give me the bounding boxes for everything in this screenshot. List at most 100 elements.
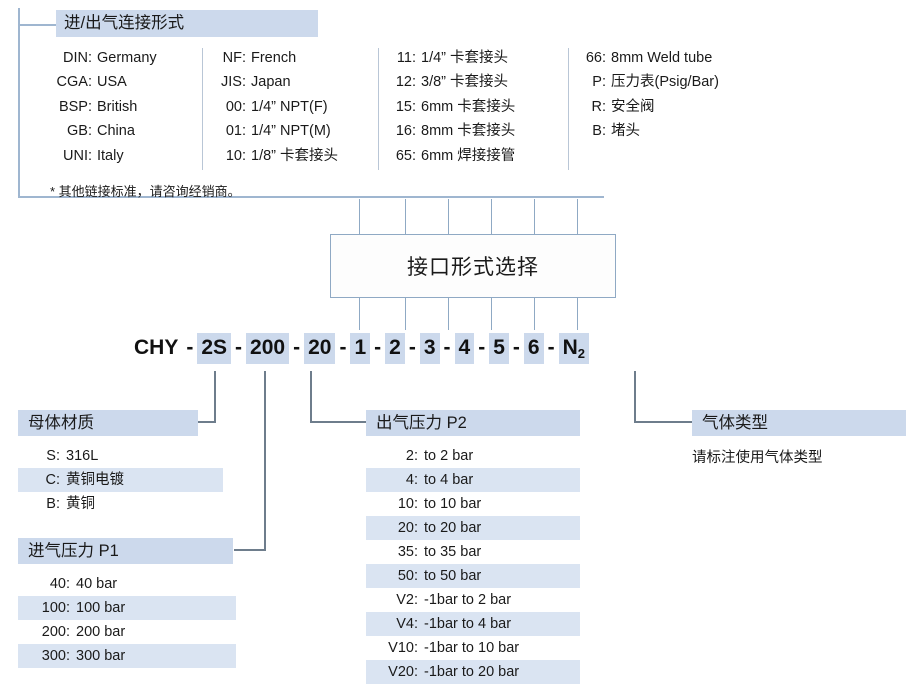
item-code: GB: [67,123,92,140]
code-token-gas-type[interactable]: N2 [558,332,589,364]
item-code: 10: [225,147,246,164]
leader-gas-horizontal [634,421,693,423]
code-token-port-6[interactable]: 6 [523,332,544,364]
code-separator: - [512,336,520,359]
code-token-outlet-pressure[interactable]: 20 [304,332,336,364]
list-item: 66:8mm Weld tube [582,46,762,70]
list-item: R:安全阀 [582,95,762,119]
list-item: CGA:USA [50,70,196,94]
leader-inlet-vertical [264,371,266,551]
list-item: 4:to 4 bar [366,468,580,492]
item-desc: 压力表(Psig/Bar) [611,74,719,91]
list-item: 10: to 10 bar [366,492,580,516]
code-separator: - [235,336,243,359]
riser-above-5 [534,199,535,235]
code-separator: - [293,336,301,359]
list-item: 10:1/8” 卡套接头 [216,144,366,168]
item-desc: French [251,50,297,66]
riser-below-5 [534,298,535,330]
connection-type-title-leader [20,24,58,26]
item-desc: to 10 bar [424,496,482,512]
riser-above-6 [577,199,578,235]
code-gas-base: N [562,335,578,359]
item-desc: 3/8” 卡套接头 [421,74,509,91]
item-code: UNI: [63,147,92,164]
code-token-port-5[interactable]: 5 [489,332,509,364]
item-desc: British [97,98,138,115]
list-item: B:堵头 [582,119,762,143]
riser-above-2 [405,199,406,235]
item-desc: 40 bar [76,576,118,592]
code-gas-subscript: 2 [577,345,585,361]
inlet-pressure-section-list: 40:40 bar 100:100 bar 200:200 bar 300:30… [18,572,236,668]
item-desc: Japan [251,74,291,91]
list-item: NF: French [216,46,366,70]
list-item: 20:to 20 bar [366,516,580,540]
item-desc: 100 bar [76,600,126,616]
item-desc: 300 bar [76,648,126,664]
list-item: 01:1/4” NPT(M) [216,119,366,143]
list-item: 15:6mm 卡套接头 [392,95,556,119]
interface-type-selection-box: 接口形式选择 [330,234,616,298]
riser-below-6 [577,298,578,330]
list-item: 200:200 bar [18,620,236,644]
code-token-port-2[interactable]: 2 [385,332,405,364]
leader-inlet-horizontal [234,549,265,551]
item-desc: 8mm Weld tube [611,50,713,66]
item-code: 300: [41,648,70,664]
code-separator: - [374,336,382,359]
code-token-inlet-pressure[interactable]: 200 [246,332,290,364]
list-item: V2:-1bar to 2 bar [366,588,580,612]
connection-column-3: 11:1/4” 卡套接头 12:3/8” 卡套接头 15:6mm 卡套接头 16… [392,46,556,168]
item-desc: to 20 bar [424,520,482,536]
list-item: GB:China [50,119,196,143]
code-separator: - [186,336,194,359]
item-desc: 6mm 卡套接头 [421,98,516,115]
item-desc: Italy [97,147,124,164]
list-item: V4:-1bar to 4 bar [366,612,580,636]
code-token-port-3[interactable]: 3 [419,332,440,364]
code-token-prefix: CHY [134,335,179,359]
item-code: 10: [397,496,418,512]
item-desc: Germany [97,50,157,66]
item-code: CGA: [56,74,92,91]
item-code: 35: [397,544,418,560]
item-desc: -1bar to 2 bar [424,592,512,608]
item-code: C: [45,472,61,488]
code-separator: - [478,336,486,359]
item-code: 65: [395,147,416,164]
part-number-code: CHY - 2S - 200 - 20 - 1 - 2 - 3 - 4 - 5 … [130,332,589,364]
item-code: S: [46,448,60,464]
material-section-title: 母体材质 [18,410,198,436]
item-desc: 8mm 卡套接头 [421,123,516,140]
column-divider-3 [568,48,569,170]
item-code: 4: [405,472,418,488]
list-item: DIN:Germany [50,46,196,70]
column-divider-2 [378,48,379,170]
list-item: C: 黄铜电镀 [18,468,223,492]
item-desc: -1bar to 10 bar [424,640,520,656]
riser-above-4 [491,199,492,235]
item-desc: to 35 bar [424,544,482,560]
connection-type-box: 进/出气连接形式 DIN:Germany CGA:USA BSP:British… [18,8,719,199]
list-item: BSP: British [50,95,196,119]
riser-below-1 [359,298,360,330]
code-token-port-1[interactable]: 1 [350,332,371,364]
code-token-material[interactable]: 2S [197,332,232,364]
item-code: BSP: [58,98,92,115]
connection-column-1: DIN:Germany CGA:USA BSP: British GB:China… [50,46,196,168]
item-desc: 黄铜 [66,496,95,512]
leader-outlet-vertical [310,371,312,423]
list-item: 100:100 bar [18,596,236,620]
column-divider-1 [202,48,203,170]
list-item: 2:to 2 bar [366,444,580,468]
item-desc: -1bar to 20 bar [424,664,520,680]
item-desc: 6mm 焊接接管 [421,147,516,164]
item-desc: 黄铜电镀 [66,472,124,488]
item-code: 16: [395,123,416,140]
item-code: 11: [396,50,416,66]
item-desc: 堵头 [611,123,640,140]
item-code: NF: [222,50,246,66]
code-token-port-4[interactable]: 4 [454,332,475,364]
list-item: S:316L [18,444,223,468]
